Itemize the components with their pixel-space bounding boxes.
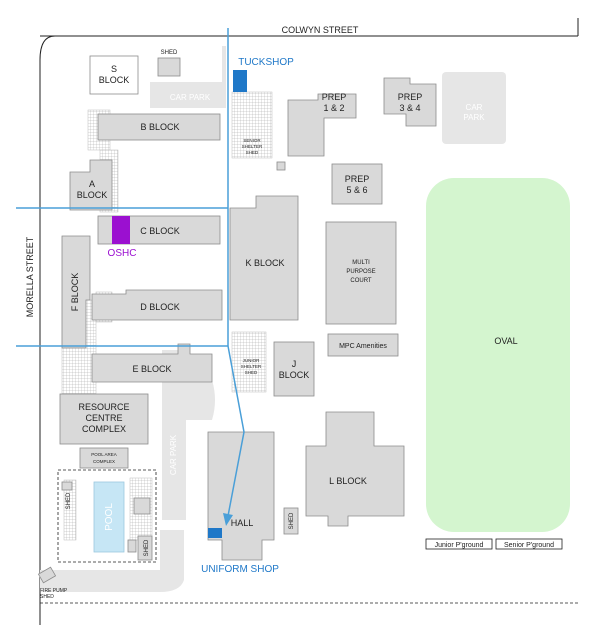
hatch-pool-left — [63, 479, 77, 541]
tuckshop-marker[interactable] — [233, 70, 247, 92]
l-block — [305, 411, 405, 527]
a-block-label-2: BLOCK — [77, 190, 108, 200]
oshc-label[interactable]: OSHC — [108, 248, 137, 259]
pool-area-label-2: COMPLEX — [93, 459, 115, 464]
tuckshop-label[interactable]: TUCKSHOP — [238, 57, 294, 68]
resource-centre — [59, 393, 149, 445]
shed-pool-right-label: SHED — [144, 539, 150, 556]
l-block-label: L BLOCK — [329, 476, 367, 486]
senior-pground-box — [495, 538, 563, 550]
d-block-label: D BLOCK — [140, 302, 180, 312]
senior-pground-label: Senior P'ground — [504, 542, 554, 549]
mpc-label-3: COURT — [350, 278, 372, 284]
a-block-label-1: A — [89, 179, 95, 189]
f-block — [61, 235, 91, 349]
junior-shelter-label-3: SHED — [245, 370, 258, 375]
pool-small-box — [133, 497, 151, 515]
senior-shelter-label-1: SENIOR — [243, 138, 261, 143]
uniform-shop-label[interactable]: UNIFORM SHOP — [201, 564, 279, 575]
pool-area-label-1: POOL AREA — [91, 452, 117, 457]
mpc-label-1: MULTI — [352, 260, 370, 266]
shed-hall — [283, 507, 299, 535]
mpc-label-2: PURPOSE — [346, 269, 375, 275]
car-park-top-label: CAR PARK — [170, 93, 211, 102]
resource-centre-label-2: CENTRE — [85, 413, 122, 423]
mpc-amenities-label: MPC Amenities — [339, 343, 387, 350]
bottom-perimeter-road — [40, 530, 184, 592]
junior-pground-label: Junior P'ground — [435, 542, 484, 549]
morella-street-label: MORELLA STREET — [25, 236, 35, 317]
shed-top — [157, 57, 181, 77]
shed-hall-label: SHED — [289, 512, 295, 529]
shed-pool-left-label: SHED — [66, 492, 72, 509]
junior-shelter-label-1: JUNIOR — [243, 358, 261, 363]
s-block — [89, 55, 139, 95]
oval — [426, 178, 570, 532]
k-block-label: K BLOCK — [245, 258, 284, 268]
prep-1-2 — [287, 93, 357, 157]
b-block-label: B BLOCK — [140, 122, 179, 132]
middle-car-park-road — [162, 350, 215, 520]
f-block-label: F BLOCK — [70, 273, 80, 312]
prep-1-2-label-2: 1 & 2 — [323, 103, 344, 113]
hatch-junior-shelter — [231, 331, 267, 393]
a-block — [69, 159, 113, 211]
hall-label: HALL — [231, 518, 254, 528]
hatch-senior-shelter — [231, 91, 273, 159]
j-block — [273, 341, 315, 397]
pool-label: POOL — [104, 503, 115, 531]
fire-pump-shed-label-1: FIRE PUMP — [40, 588, 68, 594]
shed-pool-left — [61, 481, 73, 491]
junior-shelter-label-2: SHELTER — [241, 364, 262, 369]
car-park-right-label-2: PARK — [463, 113, 485, 122]
fire-pump-shed — [37, 566, 57, 584]
e-block-label: E BLOCK — [132, 364, 171, 374]
uniform-shop-marker[interactable] — [208, 528, 222, 538]
prep-3-4 — [383, 77, 437, 127]
route-arrowhead — [223, 513, 233, 526]
s-block-label-1: S — [111, 64, 117, 74]
senior-shelter-label-2: SHELTER — [242, 144, 263, 149]
prep-3-4-label-1: PREP — [398, 92, 423, 102]
colwyn-street-label: COLWYN STREET — [282, 25, 359, 35]
prep-5-6 — [331, 163, 383, 205]
route-to-uniform-shop — [227, 345, 245, 517]
small-square — [276, 161, 286, 171]
prep-5-6-label-2: 5 & 6 — [346, 185, 367, 195]
top-car-park — [150, 46, 226, 108]
right-car-park — [442, 72, 506, 144]
fire-pump-shed-label-2: SHED — [40, 594, 54, 600]
senior-shelter-label-3: SHED — [246, 150, 259, 155]
oshc-marker[interactable] — [112, 216, 130, 244]
multi-purpose-court — [325, 221, 397, 325]
j-block-label-2: BLOCK — [279, 370, 310, 380]
car-park-mid-label: CAR PARK — [169, 434, 178, 475]
prep-3-4-label-2: 3 & 4 — [399, 103, 420, 113]
car-park-right-label-1: CAR — [466, 103, 483, 112]
d-block — [91, 289, 223, 321]
mpc-amenities — [327, 333, 399, 357]
c-block-label: C BLOCK — [140, 226, 180, 236]
shed-top-label: SHED — [161, 50, 178, 56]
s-block-label-2: BLOCK — [99, 75, 130, 85]
prep-5-6-label-1: PREP — [345, 174, 370, 184]
resource-centre-label-1: RESOURCE — [78, 402, 129, 412]
shed-pool-right — [137, 535, 153, 561]
j-block-label-1: J — [292, 359, 297, 369]
junior-pground-box — [425, 538, 493, 550]
pool — [93, 481, 125, 553]
k-block — [229, 195, 299, 321]
pool-step — [127, 539, 137, 553]
prep-1-2-label-1: PREP — [322, 92, 347, 102]
resource-centre-label-3: COMPLEX — [82, 424, 126, 434]
hall — [207, 431, 275, 561]
e-block — [91, 343, 213, 383]
oval-label: OVAL — [494, 336, 517, 346]
pool-area-complex — [79, 447, 129, 469]
b-block — [97, 113, 221, 141]
